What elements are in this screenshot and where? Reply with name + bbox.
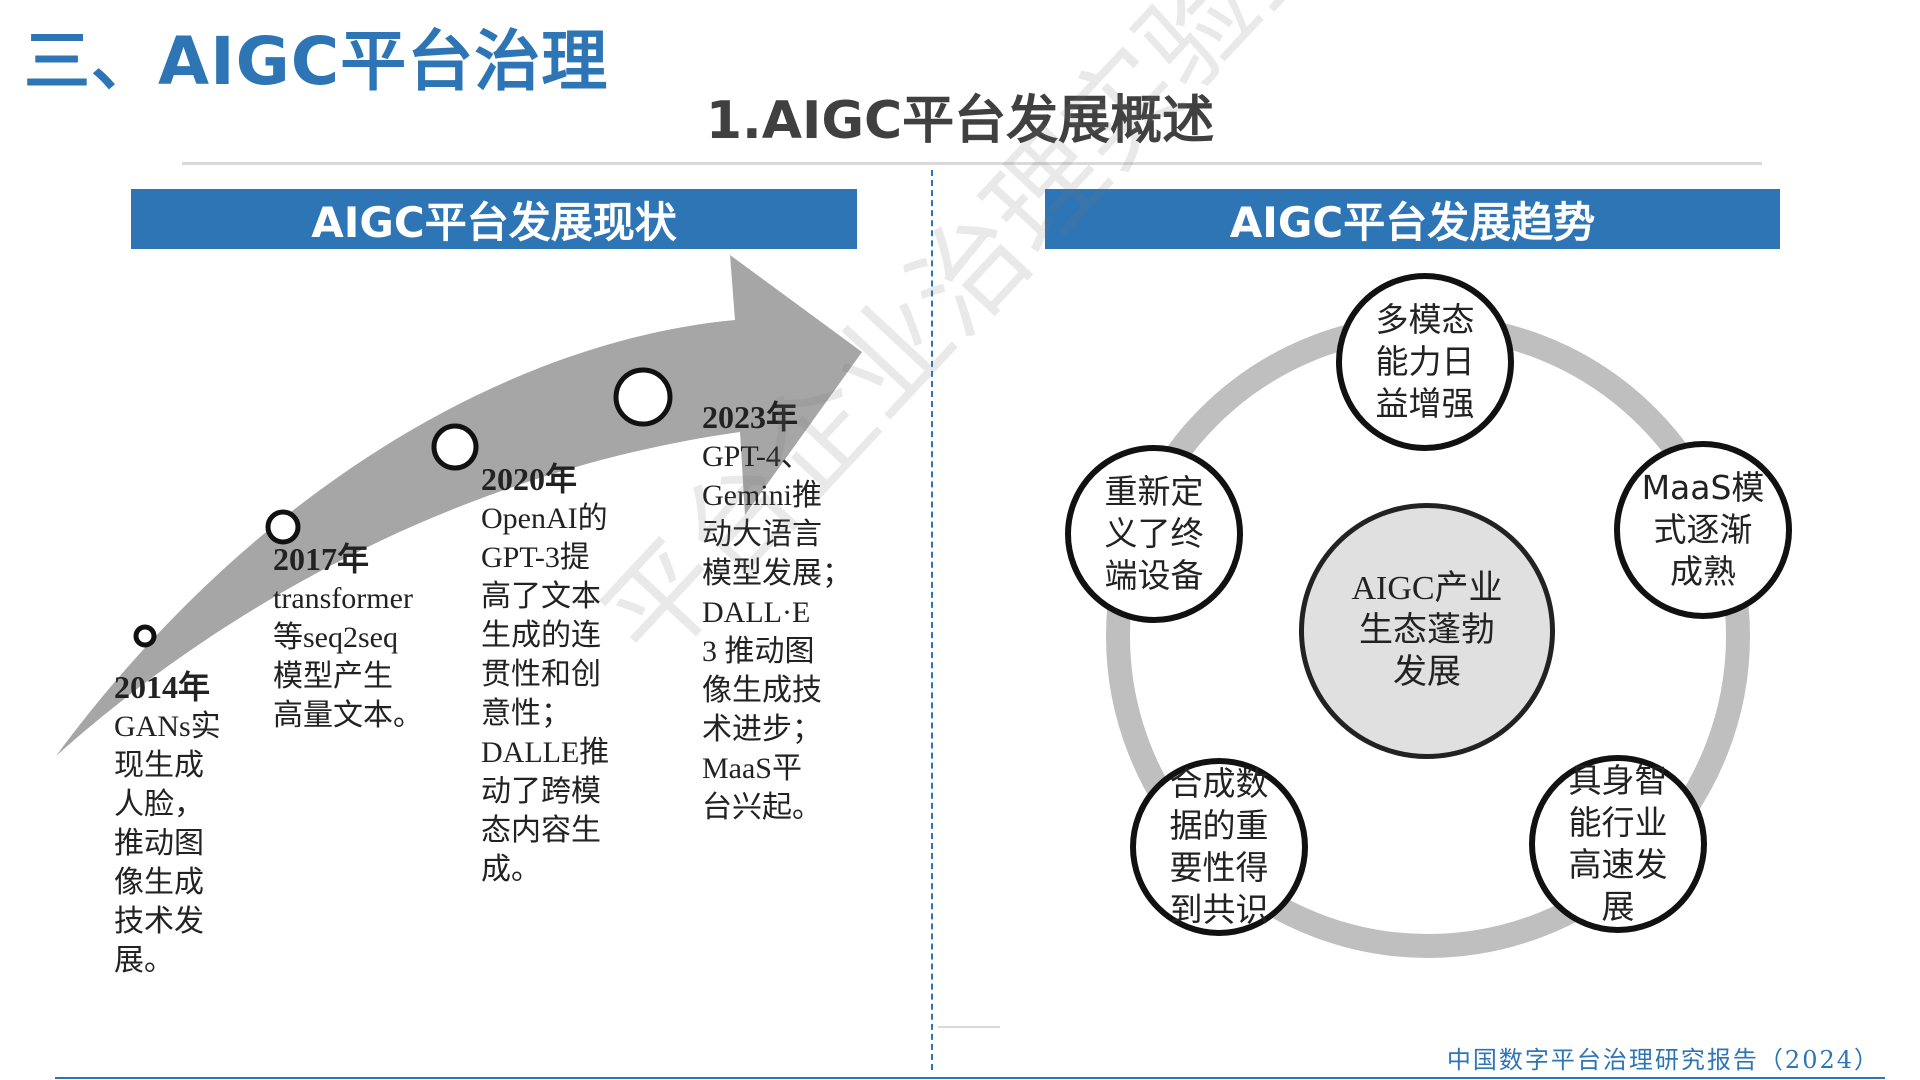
section-title: 三、AIGC平台治理 xyxy=(24,23,609,100)
trend-node-maas: MaaS模 式逐渐 成熟 xyxy=(1614,441,1792,619)
timeline-marker-2017 xyxy=(265,509,301,545)
milestone-description: OpenAI的 GPT-3提 高了文本 生成的连 贯性和创 意性； DALLE推… xyxy=(481,502,610,886)
timeline-marker-2014 xyxy=(133,624,157,648)
milestone-description: GANs实 现生成 人脸， 推动图 像生成 技术发 展。 xyxy=(114,710,221,977)
title-divider xyxy=(182,162,1762,165)
timeline-marker-2020 xyxy=(431,423,479,471)
milestone-2020: 2020年 OpenAI的 GPT-3提 高了文本 生成的连 贯性和创 意性； … xyxy=(481,460,609,889)
footer-source: 中国数字平台治理研究报告（2024） xyxy=(1446,1046,1880,1074)
timeline-marker-2023 xyxy=(613,367,673,427)
milestone-description: GPT-4、 Gemini推 动大语言 模型发展； DALL·E 3 推动图 像… xyxy=(702,440,852,824)
footer-rule xyxy=(55,1077,1885,1079)
trend-node-synthetic-data: 合成数 据的重 要性得 到共识 xyxy=(1130,758,1308,936)
milestone-year: 2017年 xyxy=(273,541,370,577)
right-panel-banner: AIGC平台发展趋势 xyxy=(1045,189,1780,249)
milestone-2023: 2023年 GPT-4、 Gemini推 动大语言 模型发展； DALL·E 3… xyxy=(702,398,852,827)
trend-node-embodied-ai: 具身智 能行业 高速发 展 xyxy=(1529,755,1707,933)
decorative-dash xyxy=(938,1026,1000,1028)
trend-node-terminal-devices: 重新定 义了终 端设备 xyxy=(1065,445,1243,623)
milestone-2014: 2014年 GANs实 现生成 人脸， 推动图 像生成 技术发 展。 xyxy=(114,668,221,980)
trend-node-multimodal: 多模态 能力日 益增强 xyxy=(1336,273,1514,451)
left-panel-banner: AIGC平台发展现状 xyxy=(131,189,857,249)
milestone-year: 2020年 xyxy=(481,461,578,497)
trend-center-node: AIGC产业 生态蓬勃 发展 xyxy=(1299,503,1555,759)
milestone-year: 2023年 xyxy=(702,399,799,435)
milestone-description: transformer 等seq2seq 模型产生 高量文本。 xyxy=(273,582,423,732)
panel-divider xyxy=(931,170,933,1070)
page-subtitle: 1.AIGC平台发展概述 xyxy=(705,91,1215,151)
milestone-year: 2014年 xyxy=(114,669,211,705)
milestone-2017: 2017年 transformer 等seq2seq 模型产生 高量文本。 xyxy=(273,540,423,735)
